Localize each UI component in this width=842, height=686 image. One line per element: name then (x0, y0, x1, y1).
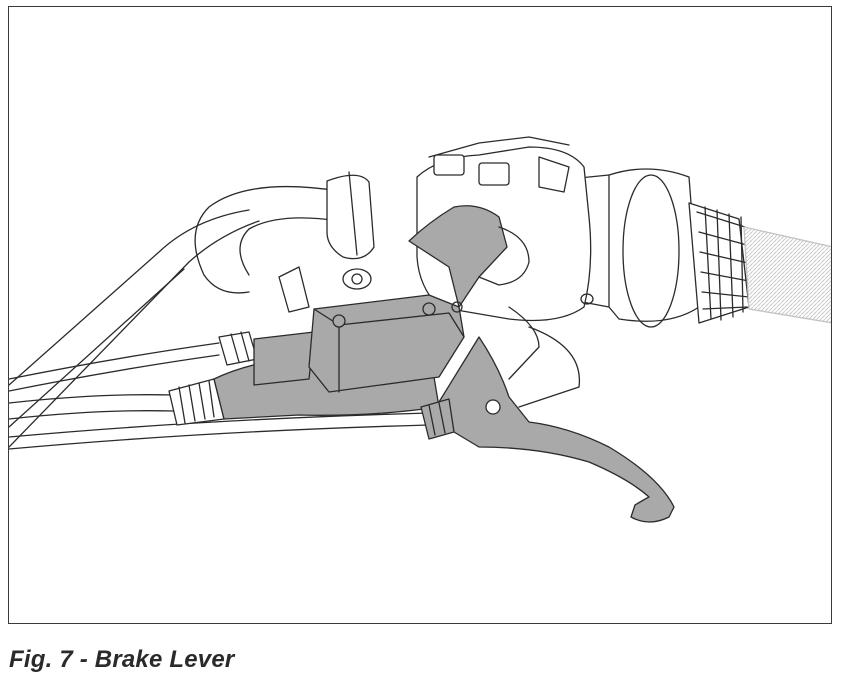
brake-lever-blade (420, 336, 675, 523)
figure-frame (8, 6, 832, 624)
reservoir-cap (308, 294, 465, 393)
bar-clamp (326, 171, 375, 290)
grip (743, 226, 831, 324)
lower-housing (278, 266, 581, 408)
hose-fitting (168, 331, 258, 426)
brake-lever-illustration (9, 136, 831, 523)
brake-hose (9, 342, 430, 450)
figure-caption: Fig. 7 - Brake Lever (9, 646, 235, 673)
grip-knurl (688, 202, 750, 324)
lever-clamp (408, 205, 530, 313)
